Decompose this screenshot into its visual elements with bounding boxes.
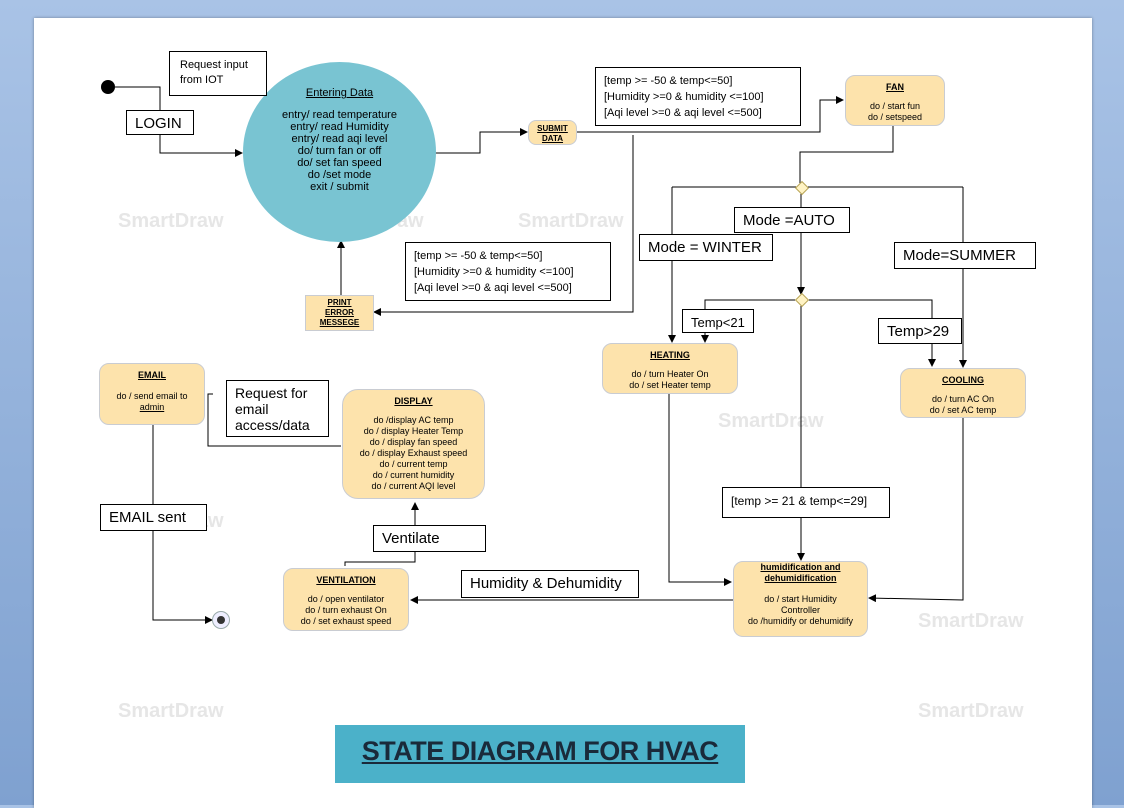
final-state bbox=[212, 611, 230, 629]
entering-to-submit bbox=[435, 128, 528, 154]
state-action: do / display Heater Temp bbox=[363, 426, 464, 436]
submit-to-error bbox=[373, 135, 634, 316]
watermark: SmartDraw bbox=[518, 210, 624, 232]
state-action: do / start fun bbox=[869, 101, 921, 111]
state-action: do / open ventilator bbox=[307, 594, 385, 604]
initial-state bbox=[101, 80, 115, 94]
label-mode-summer: Mode=SUMMER bbox=[894, 242, 1036, 269]
note-request-email: Request for email access/data bbox=[226, 380, 329, 437]
label-ventilate: Ventilate bbox=[373, 525, 486, 552]
display-to-email bbox=[207, 393, 341, 447]
state-title: MESSEGE bbox=[319, 318, 360, 327]
email-to-final bbox=[152, 425, 213, 624]
state-fan: FAN do / start fun do / setspeed bbox=[845, 75, 945, 126]
state-action: do /humidify or dehumidify bbox=[747, 616, 854, 626]
guard-line: [temp >= -50 & temp<=50] bbox=[604, 75, 733, 87]
state-email: EMAIL do / send email to admin bbox=[99, 363, 205, 425]
label-temp-gt29: Temp>29 bbox=[878, 318, 962, 344]
note-line: access/data bbox=[235, 417, 310, 433]
state-action: do / turn exhaust On bbox=[305, 605, 387, 615]
state-action: do / current temp bbox=[379, 459, 448, 469]
state-title: Entering Data bbox=[305, 87, 374, 99]
state-action: do / display fan speed bbox=[369, 437, 458, 447]
watermark: SmartDraw bbox=[918, 610, 1024, 632]
watermark: SmartDraw bbox=[918, 700, 1024, 722]
state-title: SUBMIT bbox=[537, 124, 568, 133]
state-display: DISPLAY do /display AC temp do / display… bbox=[342, 389, 485, 499]
state-cooling: COOLING do / turn AC On do / set AC temp bbox=[900, 368, 1026, 418]
state-action: do / set exhaust speed bbox=[300, 616, 392, 626]
cooling-to-humid bbox=[868, 418, 964, 603]
note-line: Request for bbox=[235, 385, 308, 401]
guard-temp-mid: [temp >= 21 & temp<=29] bbox=[722, 487, 890, 518]
state-title: COOLING bbox=[942, 375, 984, 385]
state-print-error: PRINT ERROR MESSEGE bbox=[305, 295, 374, 331]
state-action: do /display AC temp bbox=[373, 415, 454, 425]
state-action: Controller bbox=[780, 605, 820, 615]
state-action: do/ turn fan or off bbox=[297, 145, 382, 157]
diagram-title: STATE DIAGRAM FOR HVAC bbox=[335, 723, 745, 783]
state-action: entry/ read temperature bbox=[282, 109, 397, 121]
note-request-input: Request input from IOT bbox=[169, 51, 267, 96]
state-entering-data: Entering Data entry/ read temperature en… bbox=[243, 62, 436, 242]
state-action: do / current AQI level bbox=[371, 481, 456, 491]
state-title: humidification and bbox=[760, 562, 841, 572]
diagram-title-text: STATE DIAGRAM FOR HVAC bbox=[361, 736, 719, 766]
state-action: exit / submit bbox=[310, 181, 369, 193]
state-action: do / start Humidity bbox=[764, 594, 837, 604]
state-submit-data: SUBMIT DATA bbox=[528, 120, 577, 145]
state-title: ERROR bbox=[325, 308, 354, 317]
label-humidity-dehumidity: Humidity & Dehumidity bbox=[461, 570, 639, 598]
state-action: do / set AC temp bbox=[929, 405, 997, 415]
state-action: do / display Exhaust speed bbox=[359, 448, 468, 458]
state-title: HEATING bbox=[650, 350, 690, 360]
guard-line: [Aqi level >=0 & aqi level <=500] bbox=[414, 282, 572, 294]
state-action: do / turn Heater On bbox=[631, 369, 709, 379]
gt29-line bbox=[805, 299, 936, 367]
guard-line: [Humidity >=0 & humidity <=100] bbox=[414, 266, 574, 278]
state-title: PRINT bbox=[327, 298, 352, 307]
state-humidification: humidification and dehumidification do /… bbox=[733, 561, 868, 637]
state-action: entry/ read aqi level bbox=[291, 133, 388, 145]
note-line: from IOT bbox=[180, 74, 224, 86]
label-login: LOGIN bbox=[126, 110, 194, 135]
guard-valid-ranges: [temp >= -50 & temp<=50] [Humidity >=0 &… bbox=[595, 67, 801, 126]
state-title: VENTILATION bbox=[316, 575, 376, 585]
guard-invalid-ranges: [temp >= -50 & temp<=50] [Humidity >=0 &… bbox=[405, 242, 611, 301]
note-line: Request input bbox=[180, 59, 248, 71]
label-temp-lt21: Temp<21 bbox=[682, 309, 754, 333]
watermark: SmartDraw bbox=[718, 410, 824, 432]
state-title: DISPLAY bbox=[394, 396, 433, 406]
state-title: dehumidification bbox=[764, 573, 837, 583]
state-title: EMAIL bbox=[138, 370, 166, 380]
guard-line: [temp >= -50 & temp<=50] bbox=[414, 250, 543, 262]
state-action: do / turn AC On bbox=[931, 394, 995, 404]
state-action: do/ set fan speed bbox=[297, 157, 382, 169]
submit-to-fan bbox=[577, 96, 844, 133]
state-action: do / setspeed bbox=[867, 112, 923, 122]
guard-line: [Aqi level >=0 & aqi level <=500] bbox=[604, 107, 762, 119]
watermark: SmartDraw bbox=[118, 700, 224, 722]
fan-down bbox=[799, 126, 894, 184]
state-ventilation: VENTILATION do / open ventilator do / tu… bbox=[283, 568, 409, 631]
state-action: do / send email to bbox=[116, 391, 188, 401]
label-mode-winter: Mode = WINTER bbox=[639, 234, 773, 261]
state-action: entry/ read Humidity bbox=[290, 121, 389, 133]
note-line: email bbox=[235, 401, 269, 417]
state-action: do / set Heater temp bbox=[629, 380, 711, 390]
heating-to-humid bbox=[668, 394, 732, 586]
state-action: do /set mode bbox=[307, 169, 372, 181]
state-action: admin bbox=[139, 402, 165, 412]
label-mode-auto: Mode =AUTO bbox=[734, 207, 850, 233]
guard-line: [Humidity >=0 & humidity <=100] bbox=[604, 91, 764, 103]
label-email-sent: EMAIL sent bbox=[100, 504, 207, 531]
watermark: SmartDraw bbox=[118, 210, 224, 232]
state-title: DATA bbox=[541, 134, 564, 143]
state-heating: HEATING do / turn Heater On do / set Hea… bbox=[602, 343, 738, 394]
state-action: do / current humidity bbox=[372, 470, 455, 480]
state-title: FAN bbox=[886, 82, 904, 92]
